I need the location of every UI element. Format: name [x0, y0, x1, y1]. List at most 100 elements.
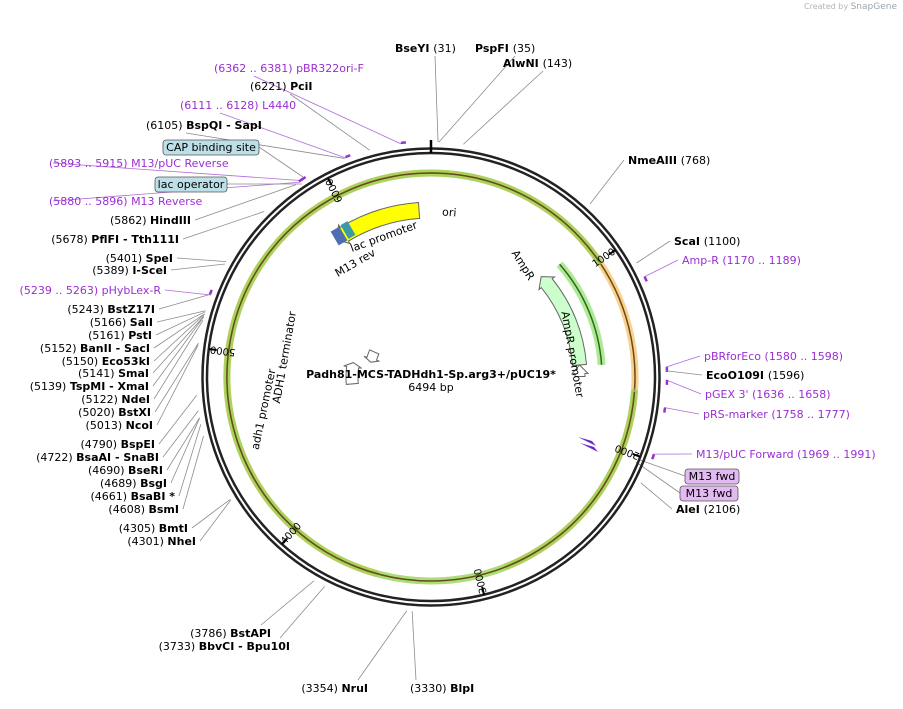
plasmid-name: Padh81-MCS-TADHdh1-Sp.arg3+/pUC19*: [306, 368, 556, 381]
leader-line: [260, 580, 315, 626]
site-label: Amp-R (1170 .. 1189): [682, 254, 801, 267]
site-label: (4305) BmtI: [119, 522, 188, 535]
site-label: (5389) I-SceI: [92, 264, 167, 277]
leader-line: [52, 162, 302, 182]
leader-line: [178, 424, 202, 497]
site-label: (5141) SmaI: [78, 367, 149, 380]
leader-line: [182, 211, 265, 240]
leader-line: [170, 417, 200, 484]
m13-fwd-2-label: M13 fwd: [686, 487, 733, 500]
site-name: pBRforEco: [704, 350, 765, 363]
site-name: NdeI: [121, 393, 150, 406]
site-label: (5161) PstI: [88, 329, 152, 342]
leader-line: [589, 159, 625, 205]
site-label: (5020) BstXI: [78, 406, 151, 419]
site-label: (5401) SpeI: [106, 252, 173, 265]
m13-fwd-1-label: M13 fwd: [689, 470, 736, 483]
site-position: (35): [513, 42, 536, 55]
site-position: (4722): [36, 451, 76, 464]
leader-line: [219, 112, 347, 159]
site-position: (1596): [768, 369, 805, 382]
leader-line: [639, 459, 686, 477]
ampr-feature: [538, 276, 588, 367]
leader-line: [156, 344, 199, 426]
site-position: (5122): [81, 393, 121, 406]
site-position: (31): [433, 42, 456, 55]
site-label: (3786) BstAPI: [190, 627, 271, 640]
site-name: PciI: [290, 80, 312, 93]
site-position: (5139): [30, 380, 70, 393]
leader-line: [182, 435, 204, 510]
tick-mark: [327, 177, 333, 186]
site-name: BspEI: [121, 438, 155, 451]
lac-cluster-glyph: [340, 221, 356, 239]
site-label: (4722) BsaAI - SnaBI: [36, 451, 159, 464]
leader-line: [463, 70, 544, 145]
site-name: I-SceI: [132, 264, 167, 277]
site-position: (5243): [67, 303, 107, 316]
snapgene-logo: SnapGene: [850, 2, 897, 12]
site-label: NmeAIII (768): [628, 154, 710, 167]
site-position: (1100): [704, 235, 741, 248]
credit-prefix: Created by: [804, 2, 849, 11]
leader-line: [663, 407, 700, 415]
leader-line: [162, 410, 199, 458]
leader-line: [155, 311, 206, 336]
site-position: (768): [681, 154, 711, 167]
site-position: (1580 .. 1598): [765, 350, 844, 363]
adh1-promoter-label: adh1 promoter: [249, 367, 279, 451]
site-position: (5389): [92, 264, 132, 277]
site-label: pRS-marker (1758 .. 1777): [703, 408, 850, 421]
leader-line: [411, 611, 417, 681]
site-label: pBRforEco (1580 .. 1598): [704, 350, 843, 363]
site-name: NheI: [167, 535, 196, 548]
leader-line: [438, 55, 516, 143]
ampr-promoter-feature: [570, 364, 590, 378]
site-name: pBR322ori-F: [296, 62, 364, 75]
site-label: PspFI (35): [475, 42, 535, 55]
site-name: pHybLex-R: [102, 284, 162, 297]
site-label: (4301) NheI: [127, 535, 196, 548]
leader-line: [357, 610, 408, 681]
site-position: (6105): [146, 119, 186, 132]
site-position: (1758 .. 1777): [771, 408, 850, 421]
site-label: (5122) NdeI: [81, 393, 150, 406]
site-label: (3354) NruI: [301, 682, 368, 695]
site-label: (4689) BsgI: [100, 477, 167, 490]
site-position: (4690): [88, 464, 128, 477]
site-name: AlwNI: [503, 57, 543, 70]
site-name: PspFI: [475, 42, 513, 55]
lac-cluster-glyph: [330, 226, 348, 246]
site-label: (5150) Eco53kI: [62, 355, 150, 368]
site-position: (1969 .. 1991): [797, 448, 876, 461]
site-name: ScaI: [674, 235, 704, 248]
leader-line: [665, 370, 703, 376]
site-name: L4440: [262, 99, 296, 112]
site-name: NmeAIII: [628, 154, 681, 167]
site-name: SmaI: [118, 367, 149, 380]
m13-fwd-2-box: [679, 485, 739, 502]
site-position: (4301): [127, 535, 167, 548]
leader-line: [434, 55, 439, 143]
leader-line: [176, 257, 227, 263]
site-name: AleI: [676, 503, 704, 516]
primer-site: [208, 289, 213, 296]
site-label: (5139) TspMI - XmaI: [30, 380, 149, 393]
ampr-label: AmpR: [509, 248, 538, 283]
site-label: (4661) BsaBI *: [91, 490, 176, 503]
site-position: (5678): [51, 233, 91, 246]
site-label: (4790) BspEI: [81, 438, 156, 451]
site-label: (5880 .. 5896) M13 Reverse: [49, 195, 202, 208]
site-label: (6221) PciI: [250, 80, 313, 93]
tick-mark: [632, 453, 641, 458]
leader-line: [635, 461, 681, 494]
adh1-terminator-feature: [363, 349, 380, 363]
leader-line: [158, 293, 212, 310]
leader-line: [153, 313, 205, 362]
site-name: SpeI: [146, 252, 173, 265]
lac-operator-box: [154, 176, 228, 193]
site-position: (6221): [250, 80, 290, 93]
cap-binding-site-box: [162, 139, 260, 156]
site-label: ScaI (1100): [674, 235, 740, 248]
